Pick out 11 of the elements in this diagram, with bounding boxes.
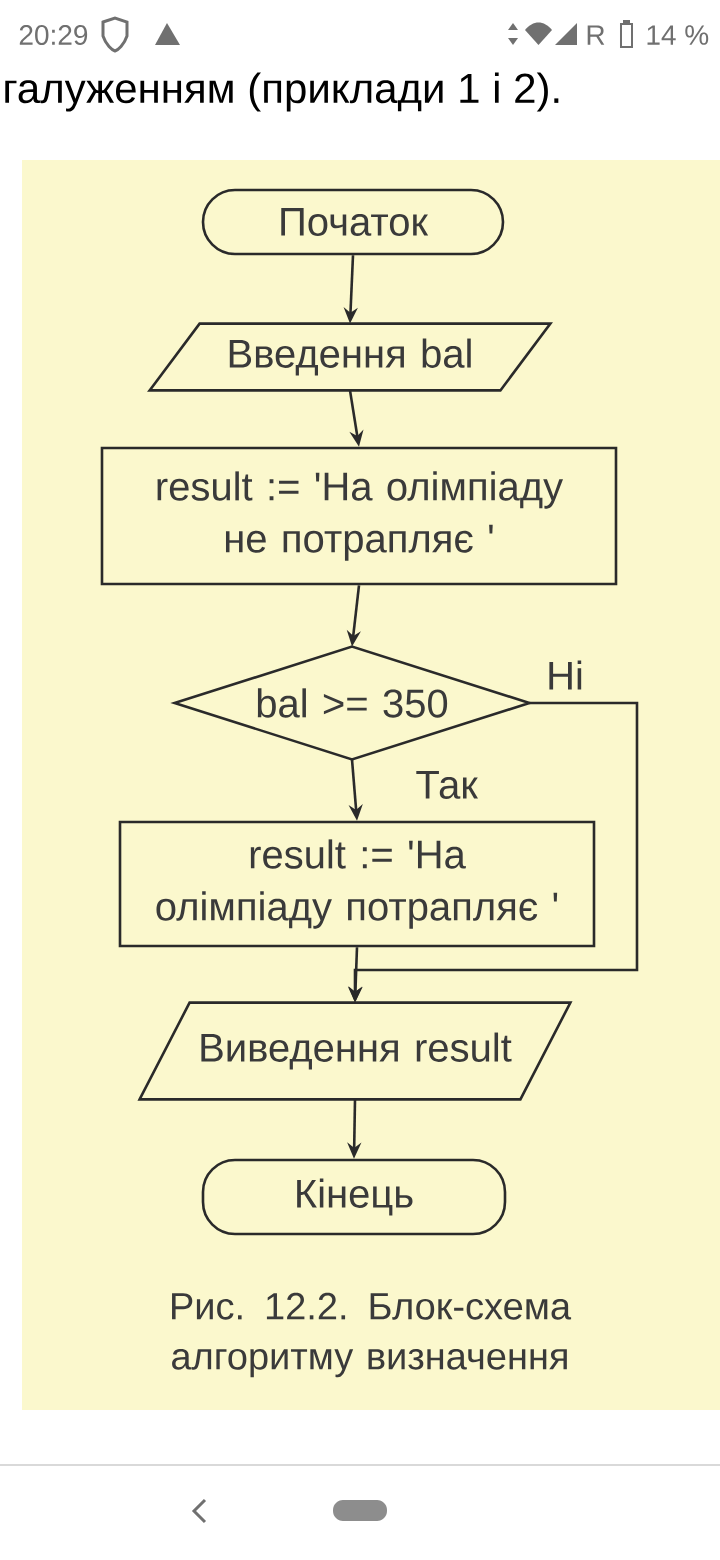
- body-text: галуженням (приклади 1 і 2).: [5, 72, 559, 112]
- process-box: result := 'На олімпіаду потрапляє ': [118, 820, 596, 948]
- terminator-box: Кінець: [201, 1158, 507, 1236]
- process-box: result := 'На олімпіаду не потрапляє ': [100, 446, 618, 586]
- status-time: 20:29: [19, 25, 88, 45]
- figure-caption: Рис. 12.2. Блок-схема алгоритму визначення: [172, 1292, 572, 1378]
- edge-label: Ні: [544, 658, 586, 692]
- network-letter: R: [587, 25, 605, 45]
- terminator-box: Початок: [201, 188, 505, 256]
- battery-percent: 14 %: [647, 25, 709, 45]
- edge-label: Так: [413, 769, 480, 801]
